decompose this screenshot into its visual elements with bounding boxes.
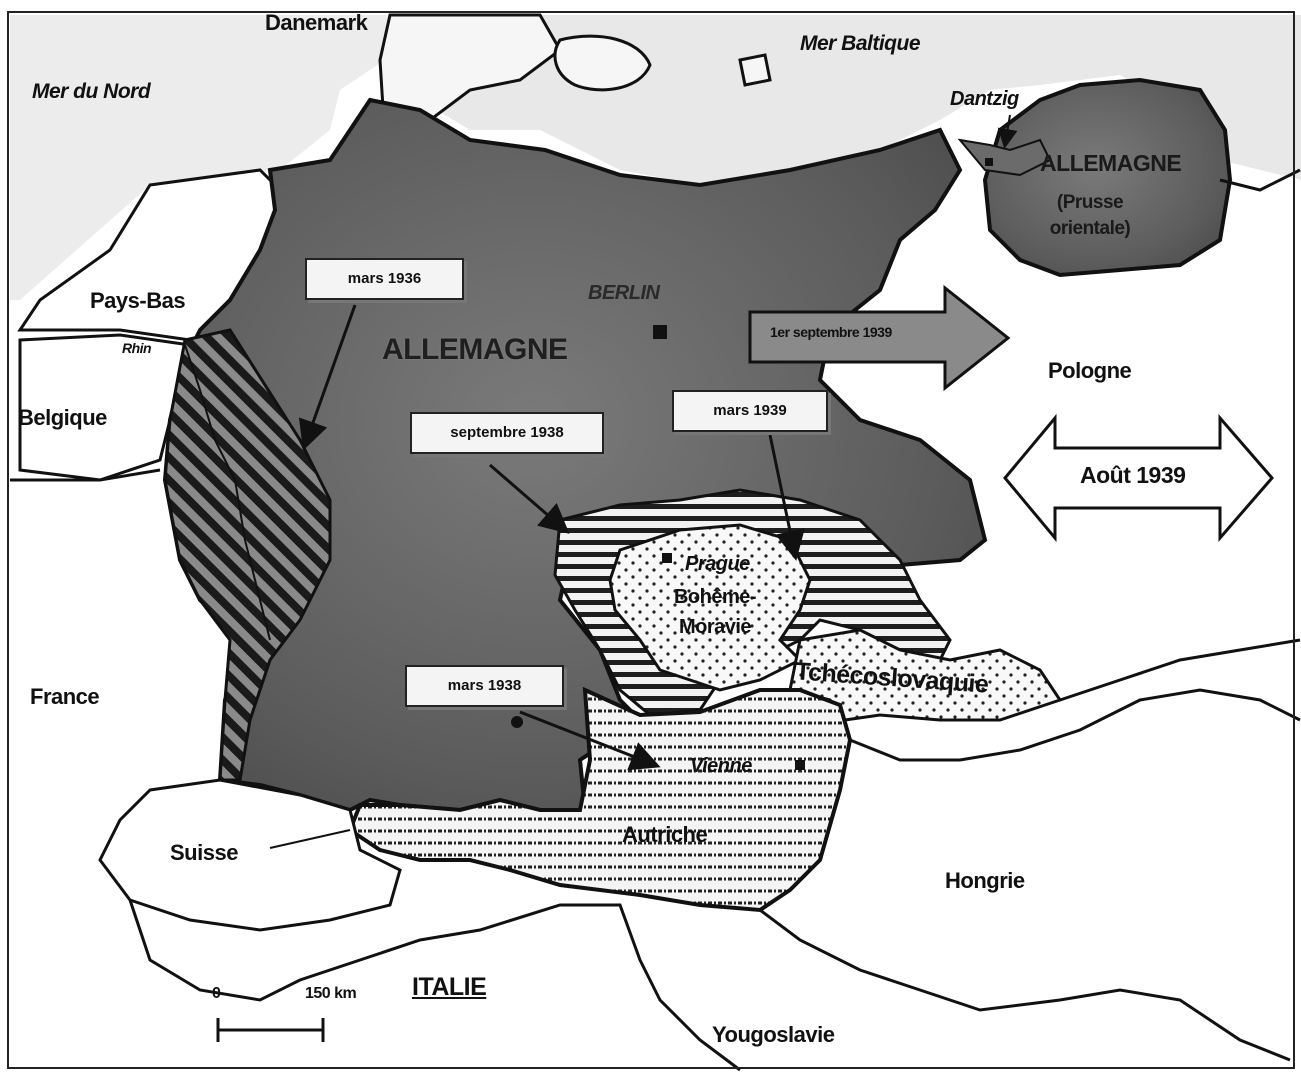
label-france: France bbox=[30, 684, 99, 710]
label-pologne: Pologne bbox=[1048, 358, 1131, 384]
label-dantzig: Dantzig bbox=[950, 88, 1019, 111]
label-pays-bas: Pays-Bas bbox=[90, 288, 185, 314]
label-belgique: Belgique bbox=[18, 405, 107, 431]
event-mars-1936: mars 1936 bbox=[305, 258, 464, 300]
scale-label-distance: 150 km bbox=[305, 985, 356, 1003]
label-allemagne-prusse: ALLEMAGNE bbox=[1040, 150, 1181, 177]
label-berlin: BERLIN bbox=[588, 282, 659, 305]
scale-label-zero: 0 bbox=[212, 985, 220, 1003]
dantzig-marker bbox=[985, 158, 993, 166]
label-suisse: Suisse bbox=[170, 840, 238, 866]
event-aout-1939: Août 1939 bbox=[1080, 462, 1185, 489]
munich-marker bbox=[511, 716, 523, 728]
label-danemark: Danemark bbox=[265, 10, 367, 36]
label-prague: Prague bbox=[685, 553, 750, 576]
label-mer-du-nord: Mer du Nord bbox=[32, 80, 150, 104]
label-rhin: Rhin bbox=[122, 340, 151, 356]
label-allemagne: ALLEMAGNE bbox=[382, 333, 568, 367]
event-septembre-1938: septembre 1938 bbox=[410, 412, 604, 454]
label-mer-baltique: Mer Baltique bbox=[800, 32, 920, 56]
label-hongrie: Hongrie bbox=[945, 868, 1025, 894]
label-prusse-orientale: (Prusse orientale) bbox=[1030, 190, 1150, 242]
label-autriche: Autriche bbox=[622, 822, 707, 848]
berlin-marker bbox=[653, 325, 667, 339]
prague-marker bbox=[662, 553, 672, 563]
label-boheme-moravie: Bohême-Moravie bbox=[655, 582, 775, 642]
label-vienne: Vienne bbox=[690, 755, 752, 778]
label-italie: ITALIE bbox=[412, 973, 486, 1002]
vienne-marker bbox=[795, 760, 805, 770]
event-1er-septembre-1939: 1er septembre 1939 bbox=[770, 324, 892, 340]
event-mars-1938: mars 1938 bbox=[405, 665, 564, 707]
event-mars-1939: mars 1939 bbox=[672, 390, 828, 432]
label-yougoslavie: Yougoslavie bbox=[712, 1022, 834, 1048]
